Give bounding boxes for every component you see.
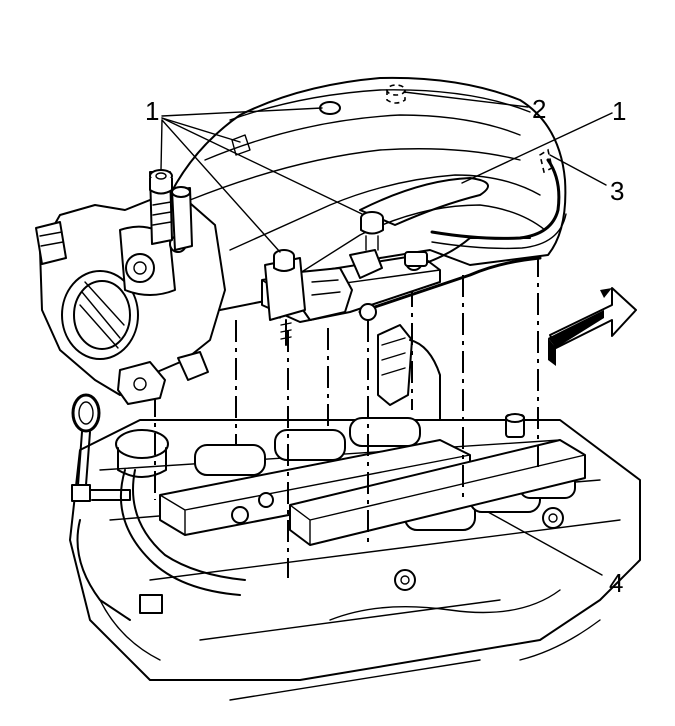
dipstick [71, 393, 131, 502]
throttle-body [35, 189, 226, 405]
callout-4-lower-manifold: 4 [609, 568, 624, 598]
front-direction-arrow-icon [548, 287, 637, 366]
injector-connectors [295, 249, 383, 321]
callout-3-bracket: 3 [610, 176, 625, 206]
rear-bracket [539, 148, 553, 174]
callout-1-bolts-left: 1 [145, 96, 160, 126]
alignment-lines [154, 255, 539, 578]
sensor-bracket [377, 324, 441, 421]
manifold-bolt-center [264, 249, 306, 346]
hidden-bolt-back [386, 84, 406, 104]
manifold-bolt-right [360, 211, 384, 251]
lower-bolts [231, 413, 564, 591]
manifold-bolt-left [149, 169, 173, 245]
callout-2-hidden-bolt: 2 [532, 94, 547, 124]
leader-lines [160, 91, 613, 576]
manifold-bolt-left-2 [171, 186, 193, 251]
callout-1-bolt-right: 1 [612, 96, 627, 126]
